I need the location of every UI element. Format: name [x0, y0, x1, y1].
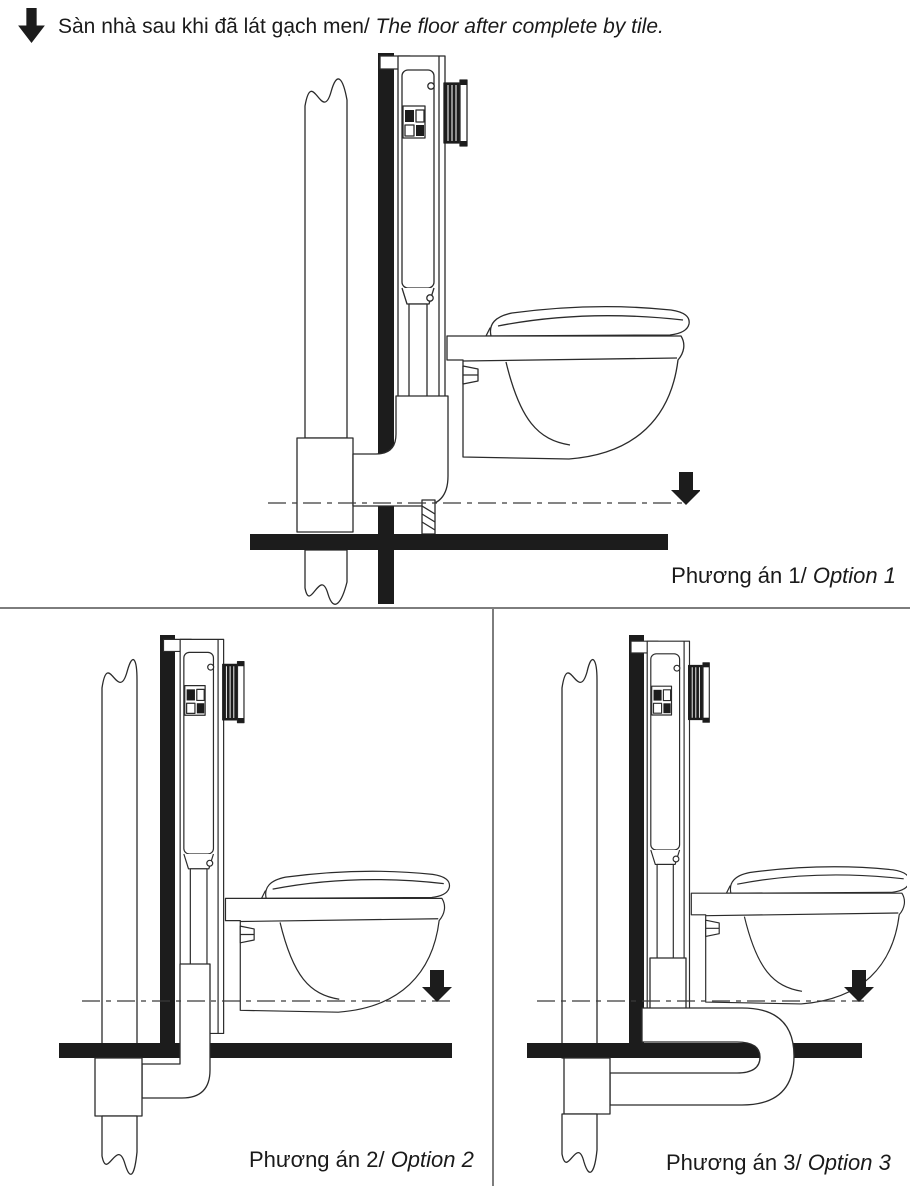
header-text-vi: Sàn nhà sau khi đã lát gạch men/ — [58, 15, 370, 38]
down-arrow-icon — [18, 8, 45, 43]
floor-slab — [59, 1043, 452, 1058]
drain-pipe-s-bend — [609, 1007, 795, 1106]
pipe-junction-coupling — [563, 1057, 611, 1115]
wall-line — [378, 53, 394, 604]
soil-pipe-below-floor — [101, 1115, 138, 1175]
pipe-junction-coupling — [94, 1057, 143, 1117]
header-text: Sàn nhà sau khi đã lát gạch men/ The flo… — [58, 8, 664, 45]
option3-diagram — [527, 635, 907, 1173]
drain-stub — [649, 957, 687, 1011]
floor-slab — [527, 1043, 862, 1058]
soil-stack-pipe — [561, 658, 598, 1059]
soil-pipe-below-floor — [561, 1113, 598, 1173]
wall-line — [629, 635, 644, 1043]
header-note: Sàn nhà sau khi đã lát gạch men/ The flo… — [18, 8, 664, 45]
frame-leg — [421, 499, 436, 535]
option1-diagram — [250, 53, 700, 605]
drain-pipe-through-floor — [141, 963, 211, 1099]
down-arrow-icon — [844, 970, 874, 1002]
soil-stack-pipe — [101, 658, 138, 1059]
down-arrow-icon — [422, 970, 452, 1002]
option2-diagram — [59, 635, 455, 1175]
wall-line — [160, 635, 175, 1043]
option3-label: Phương án 3/ Option 3 — [666, 1150, 891, 1175]
header-text-en: The floor after complete by tile. — [369, 15, 664, 38]
soil-stack-pipe — [304, 78, 348, 439]
option2-label: Phương án 2/ Option 2 — [249, 1147, 474, 1172]
drain-pipe-elbow — [352, 395, 449, 507]
vertical-divider — [492, 609, 494, 1186]
horizontal-divider — [0, 607, 910, 609]
pipe-junction-coupling — [296, 437, 354, 533]
option1-label: Phương án 1/ Option 1 — [671, 563, 896, 588]
soil-pipe-below-floor — [304, 549, 348, 605]
down-arrow-icon — [671, 472, 700, 505]
floor-slab — [250, 534, 668, 550]
